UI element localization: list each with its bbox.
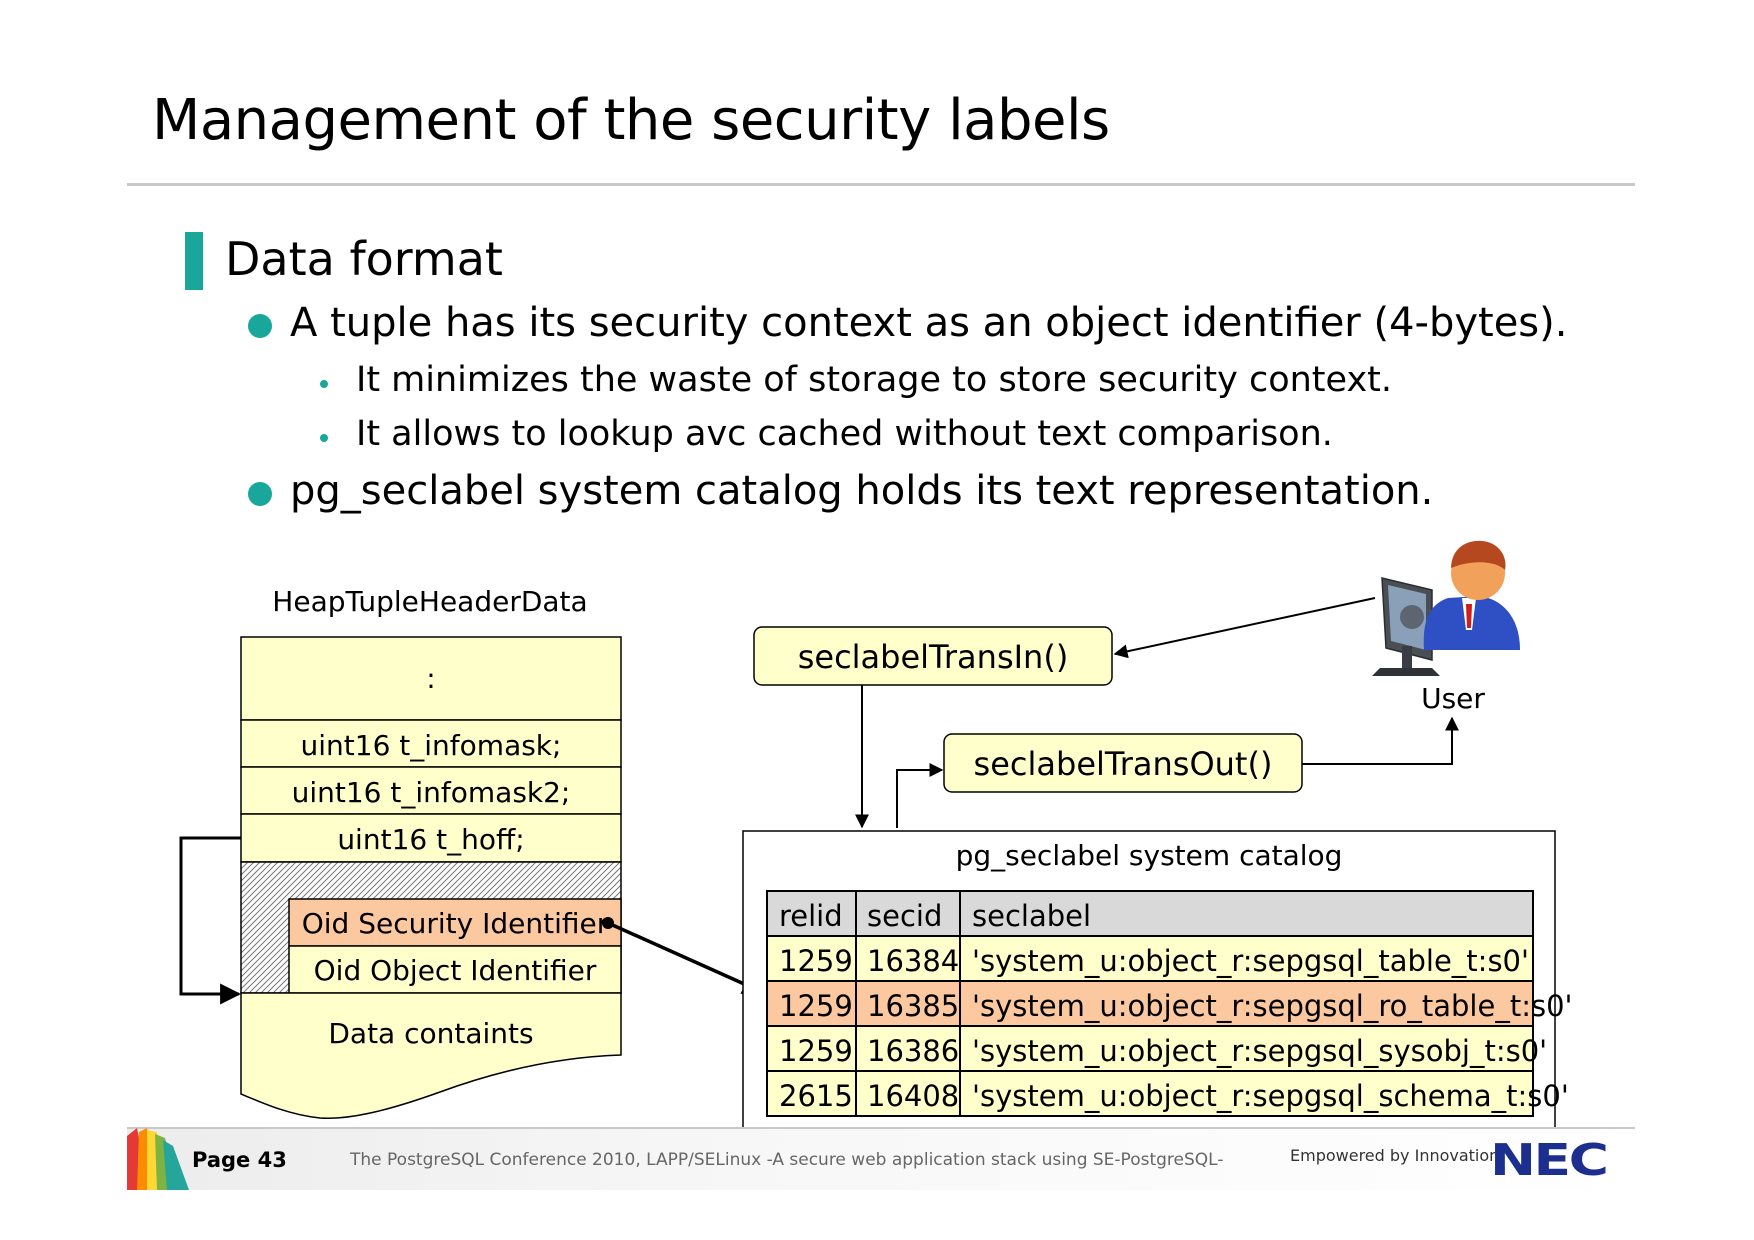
cell-relid: 1259 <box>779 944 853 978</box>
cell-seclabel: 'system_u:object_r:sepgsql_sysobj_t:s0' <box>972 1034 1547 1068</box>
cell-seclabel: 'system_u:object_r:sepgsql_schema_t:s0' <box>972 1079 1569 1113</box>
cell-relid: 2615 <box>779 1079 853 1113</box>
user-label: User <box>1421 682 1485 715</box>
heap-row-infomask: uint16 t_infomask; <box>301 729 562 762</box>
footer-divider <box>127 1127 1635 1129</box>
title-divider <box>127 183 1635 186</box>
catalog-row <box>766 1025 1534 1072</box>
cell-secid: 16384 <box>867 944 959 978</box>
heap-row-oid-object: Oid Object Identifier <box>314 954 597 987</box>
security-id-arrow <box>607 921 764 994</box>
bullet-1: A tuple has its security context as an o… <box>290 300 1568 346</box>
company-logo: NEC <box>1490 1135 1609 1186</box>
catalog-table: relid secid seclabel 1259 16384 'system_… <box>766 890 1573 1117</box>
bullet-dot <box>248 482 272 506</box>
slide-title: Management of the security labels <box>152 88 1110 153</box>
column-header-seclabel: seclabel <box>972 899 1091 933</box>
page-number: Page 43 <box>192 1148 287 1172</box>
sub-bullet-dot <box>320 434 328 442</box>
sub-bullet-2: It allows to lookup avc cached without t… <box>356 414 1333 454</box>
trans-out-label: seclabelTransOut() <box>974 745 1273 783</box>
user-icon <box>1372 540 1520 676</box>
cell-seclabel: 'system_u:object_r:sepgsql_ro_table_t:s0… <box>972 989 1573 1023</box>
catalog-row <box>766 935 1534 982</box>
column-header-secid: secid <box>867 899 942 933</box>
trans-out-to-user-arrow <box>1302 716 1459 765</box>
user-to-trans-in-arrow <box>1113 597 1376 659</box>
cell-relid: 1259 <box>779 989 853 1023</box>
heap-row-data: Data containts <box>328 1017 533 1050</box>
conference-footer-text: The PostgreSQL Conference 2010, LAPP/SEL… <box>350 1150 1224 1170</box>
heap-row-infomask2: uint16 t_infomask2; <box>292 776 571 809</box>
heap-row-ellipsis: : <box>426 662 435 695</box>
trans-in-label: seclabelTransIn() <box>798 638 1069 676</box>
section-title: Data format <box>225 232 503 286</box>
heap-tuple-box <box>240 636 622 1120</box>
cell-secid: 16385 <box>867 989 959 1023</box>
company-tagline: Empowered by Innovation <box>1290 1146 1500 1165</box>
sub-bullet-dot <box>320 380 328 388</box>
trans-in-box <box>753 626 1113 686</box>
heap-title: HeapTupleHeaderData <box>272 585 587 618</box>
section-marker <box>185 232 203 290</box>
bullet-dot <box>248 314 272 338</box>
cell-seclabel: 'system_u:object_r:sepgsql_table_t:s0' <box>972 944 1529 978</box>
footer-band <box>127 1128 1635 1190</box>
hoff-offset-arrow <box>179 836 242 1005</box>
bullet-2: pg_seclabel system catalog holds its tex… <box>290 468 1434 514</box>
heap-row-hoff: uint16 t_hoff; <box>337 823 524 856</box>
conference-logo-icon <box>127 1128 189 1190</box>
sub-bullet-1: It minimizes the waste of storage to sto… <box>356 360 1393 400</box>
heap-row-oid-security: Oid Security Identifier <box>302 907 609 940</box>
catalog-to-trans-out-arrow <box>896 763 944 828</box>
cell-relid: 1259 <box>779 1034 853 1068</box>
catalog-row <box>766 1070 1534 1117</box>
catalog-title: pg_seclabel system catalog <box>956 839 1343 872</box>
cell-secid: 16408 <box>867 1079 959 1113</box>
cell-secid: 16386 <box>867 1034 959 1068</box>
column-header-relid: relid <box>779 899 843 933</box>
catalog-row-highlighted <box>766 980 1534 1027</box>
